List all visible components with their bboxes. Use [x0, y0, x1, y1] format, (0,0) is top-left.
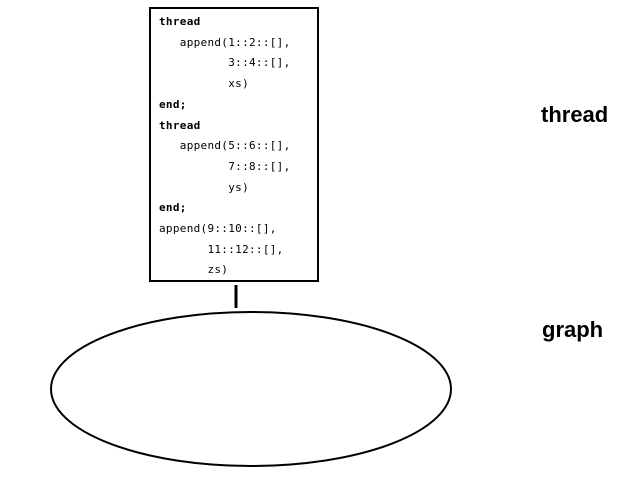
code-line: 11::12::[], — [159, 242, 284, 256]
code-line: append(9::10::[], — [159, 222, 277, 235]
code-line: thread — [159, 118, 201, 132]
code-line: end; — [159, 201, 187, 215]
graph-label: graph — [542, 317, 604, 342]
code-line: 7::8::[], — [159, 159, 291, 173]
code-line: end; — [159, 97, 187, 111]
code-line: 3::4::[], — [159, 56, 291, 70]
graph-ellipse — [50, 311, 452, 467]
code-line: thread — [159, 15, 201, 28]
code-line: zs) — [159, 263, 229, 277]
code-line: append(5::6::[], — [159, 139, 291, 153]
thread-label: thread — [541, 102, 609, 127]
thread-code-box: thread append(1::2::[], 3::4::[], xs)end… — [149, 7, 319, 282]
code-line: ys) — [159, 180, 249, 194]
code-line: xs) — [159, 77, 249, 91]
code-line: append(1::2::[], — [159, 35, 291, 49]
